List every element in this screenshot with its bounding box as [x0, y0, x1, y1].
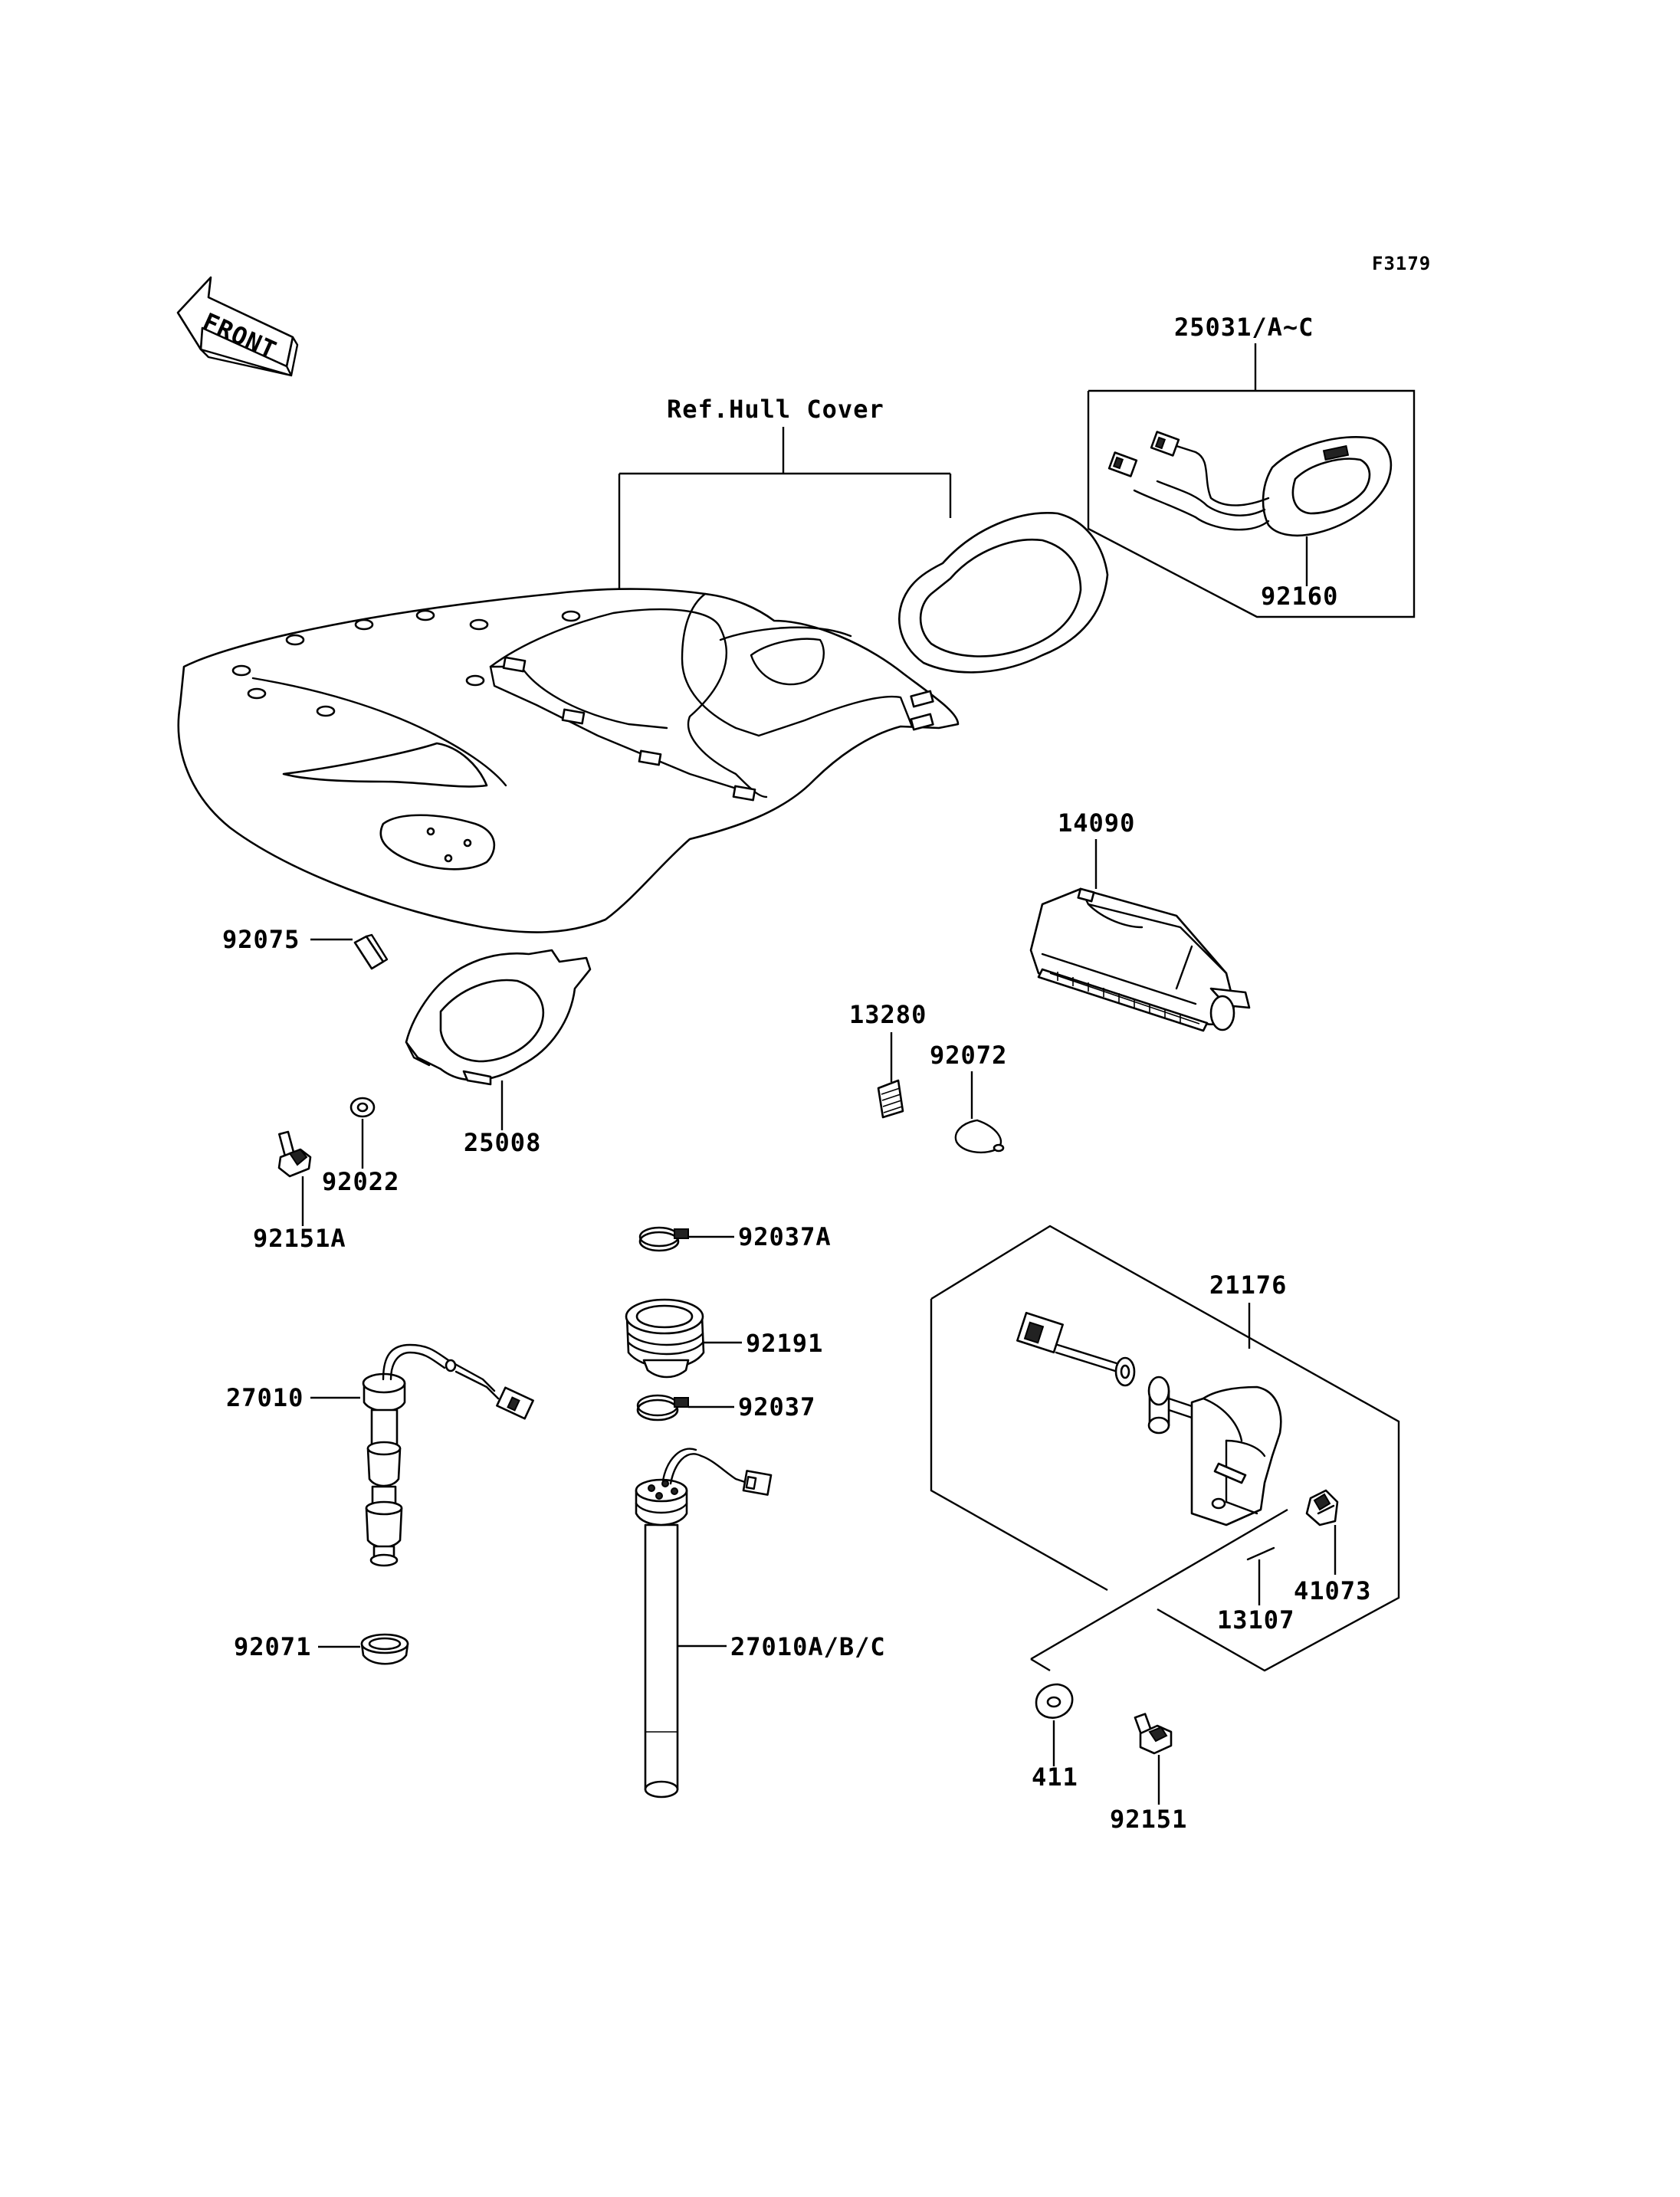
label-25031: 25031/A~C [1174, 313, 1314, 342]
label-13107: 13107 [1217, 1605, 1294, 1635]
ref-hull-cover-bracket [618, 427, 952, 590]
label-92037: 92037 [738, 1392, 815, 1421]
front-arrow-icon: FRONT [176, 276, 299, 377]
callout-21176 [930, 1225, 1400, 1672]
boot-92191-drawing [625, 1298, 705, 1379]
grommet-92071-drawing [360, 1633, 409, 1665]
clamp-92072-drawing [954, 1119, 1005, 1153]
speedometer-assembly-drawing [1107, 431, 1393, 537]
label-92022: 92022 [322, 1167, 399, 1196]
label-92075: 92075 [222, 925, 300, 954]
label-92037A: 92037A [738, 1222, 832, 1251]
sticker-13280-drawing [877, 1079, 904, 1119]
label-92160: 92160 [1261, 582, 1338, 611]
figure-code: F3179 [1372, 253, 1431, 274]
bolt-92151-drawing [1134, 1713, 1173, 1755]
label-27010ABC: 27010A/B/C [730, 1632, 886, 1661]
label-411: 411 [1032, 1763, 1078, 1792]
label-92151A: 92151A [253, 1224, 346, 1253]
label-27010: 27010 [226, 1383, 304, 1412]
washer-92022-drawing [349, 1097, 376, 1118]
label-41073: 41073 [1294, 1576, 1371, 1605]
pin-13107-drawing [1246, 1546, 1275, 1561]
label-92071: 92071 [234, 1632, 311, 1661]
label-92072: 92072 [930, 1041, 1007, 1070]
callout-25031 [1087, 343, 1416, 618]
clip-41073-drawing [1305, 1489, 1339, 1526]
label-25008: 25008 [464, 1128, 541, 1157]
part-92075-drawing [353, 933, 389, 970]
bolt-92151A-drawing [277, 1130, 312, 1178]
fuel-sender-27010ABC-drawing [635, 1448, 773, 1799]
label-92151: 92151 [1110, 1805, 1187, 1834]
cover-14090-drawing [1029, 887, 1251, 1032]
bracket-25008-drawing [405, 949, 592, 1086]
label-21176: 21176 [1209, 1271, 1287, 1300]
clamp-92037-drawing [636, 1394, 689, 1421]
ref-hull-cover-label: Ref.Hull Cover [667, 395, 884, 424]
instrument-bezel-drawing [898, 512, 1109, 674]
label-14090: 14090 [1058, 808, 1135, 838]
label-92191: 92191 [746, 1329, 823, 1358]
hull-cover-drawing [177, 588, 960, 933]
switch-21176-drawing [1016, 1311, 1282, 1526]
clamp-92037A-drawing [638, 1226, 689, 1252]
label-13280: 13280 [849, 1000, 927, 1029]
sender-27010-drawing [362, 1343, 534, 1567]
washer-411-drawing [1035, 1683, 1074, 1719]
